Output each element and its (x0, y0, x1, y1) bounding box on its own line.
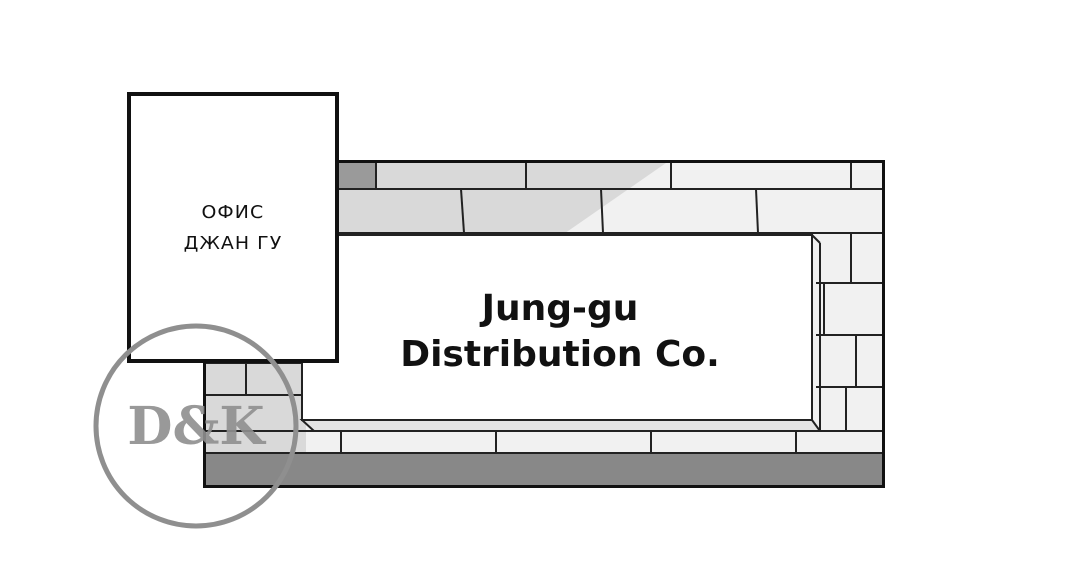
sign-line-1: Jung-gu (481, 288, 639, 329)
watermark-text: D&K (127, 396, 266, 457)
caption-line-1: ОФИС (201, 201, 265, 223)
sign-line-2: Distribution Co. (400, 334, 720, 375)
caption-line-2: ДЖАН ГУ (183, 232, 283, 254)
watermark-logo: D&K (92, 322, 300, 530)
company-sign: Jung-gu Distribution Co. (380, 286, 740, 378)
caption-box: ОФИС ДЖАН ГУ (127, 92, 339, 363)
